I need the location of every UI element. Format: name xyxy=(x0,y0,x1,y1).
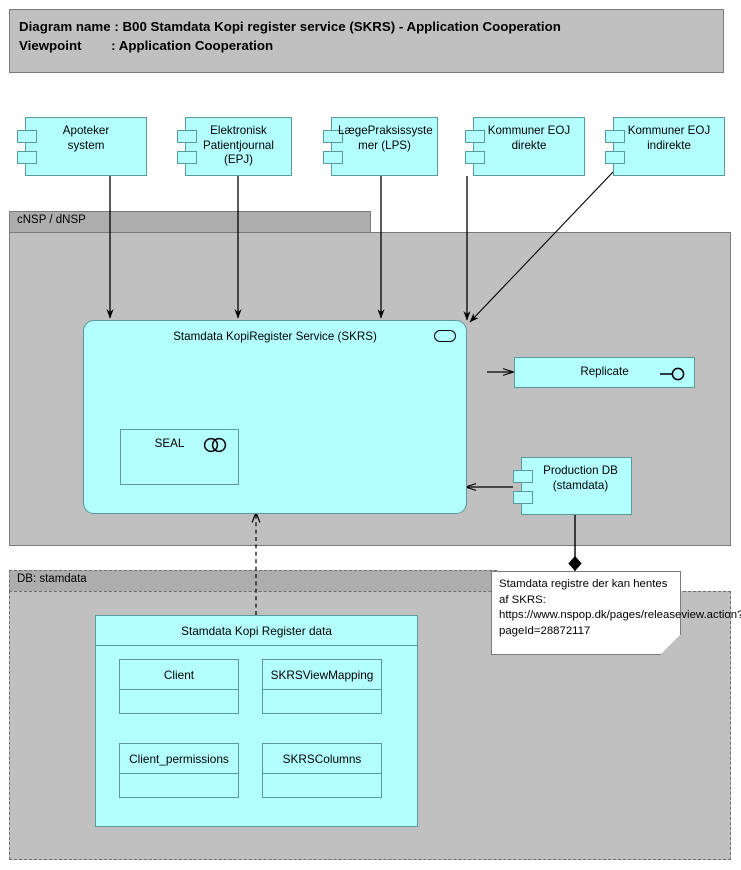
data-object-strip xyxy=(263,744,381,774)
element-label: Apoteker system xyxy=(62,124,110,152)
element-kommuner-eoj-indirekte[interactable]: Kommuner EOJ indirekte xyxy=(605,117,725,176)
application-collaboration-icon xyxy=(203,437,227,453)
component-notch-lower xyxy=(177,151,197,164)
group-db-stamdata-label: DB: stamdata xyxy=(17,573,87,585)
element-client-permissions[interactable]: Client_permissions xyxy=(119,743,239,798)
component-notch-upper xyxy=(513,470,533,483)
component-notch-upper xyxy=(177,130,197,143)
application-service-icon xyxy=(434,330,456,342)
element-label: SKRSColumns xyxy=(282,752,362,766)
component-notch-lower xyxy=(465,151,485,164)
element-skrscolumns[interactable]: SKRSColumns xyxy=(262,743,382,798)
element-stamdata-kopi-register-data[interactable]: Stamdata Kopi Register data Client SKRSV… xyxy=(95,615,418,827)
viewpoint-line: Viewpoint : Application Cooperation xyxy=(19,38,274,53)
element-stamdata-kopiregister-service[interactable]: Stamdata KopiRegister Service (SKRS) SEA… xyxy=(83,320,467,514)
element-elektronisk-patientjournal[interactable]: Elektronisk Patientjournal (EPJ) xyxy=(177,117,292,176)
diagram-title-block: Diagram name : B00 Stamdata Kopi registe… xyxy=(9,9,724,73)
element-label: SKRSViewMapping xyxy=(270,668,374,682)
data-object-strip xyxy=(96,616,417,646)
component-notch-upper xyxy=(17,130,37,143)
element-label: Production DB (stamdata) xyxy=(543,464,618,492)
component-notch-lower xyxy=(323,151,343,164)
note-skrs-registers[interactable]: Stamdata registre der kan hentes af SKRS… xyxy=(491,571,741,655)
element-seal[interactable]: SEAL xyxy=(120,429,239,485)
element-label: LægePraksissyste mer (LPS) xyxy=(338,124,433,152)
element-laegepraksissystemer-lps[interactable]: LægePraksissyste mer (LPS) xyxy=(323,117,438,176)
element-client[interactable]: Client xyxy=(119,659,239,714)
element-label: Replicate xyxy=(580,365,629,378)
element-label: Client xyxy=(163,668,195,682)
data-object-strip xyxy=(263,660,381,690)
element-kommuner-eoj-direkte[interactable]: Kommuner EOJ direkte xyxy=(465,117,585,176)
component-notch-lower xyxy=(17,151,37,164)
application-interface-icon xyxy=(660,367,685,381)
element-label: Stamdata KopiRegister Service (SKRS) xyxy=(173,330,377,343)
data-object-strip xyxy=(120,660,238,690)
element-replicate[interactable]: Replicate xyxy=(514,357,695,388)
element-skrsviewmapping[interactable]: SKRSViewMapping xyxy=(262,659,382,714)
group-cnsp-dnsp-label: cNSP / dNSP xyxy=(17,214,86,226)
element-label: Kommuner EOJ indirekte xyxy=(627,124,711,152)
component-notch-upper xyxy=(605,130,625,143)
element-apoteker-system[interactable]: Apoteker system xyxy=(17,117,147,176)
element-label: SEAL xyxy=(154,437,185,450)
data-object-strip xyxy=(120,744,238,774)
element-label: Client_permissions xyxy=(129,752,229,766)
component-notch-upper xyxy=(465,130,485,143)
component-notch-lower xyxy=(513,491,533,504)
element-production-db[interactable]: Production DB (stamdata) xyxy=(513,457,632,515)
element-label: Stamdata Kopi Register data xyxy=(181,624,332,638)
component-notch-upper xyxy=(323,130,343,143)
diagram-name-line: Diagram name : B00 Stamdata Kopi registe… xyxy=(19,19,561,34)
element-label: Elektronisk Patientjournal (EPJ) xyxy=(203,124,274,166)
element-label: Kommuner EOJ direkte xyxy=(487,124,571,152)
note-text: Stamdata registre der kan hentes af SKRS… xyxy=(499,578,741,637)
component-notch-lower xyxy=(605,151,625,164)
